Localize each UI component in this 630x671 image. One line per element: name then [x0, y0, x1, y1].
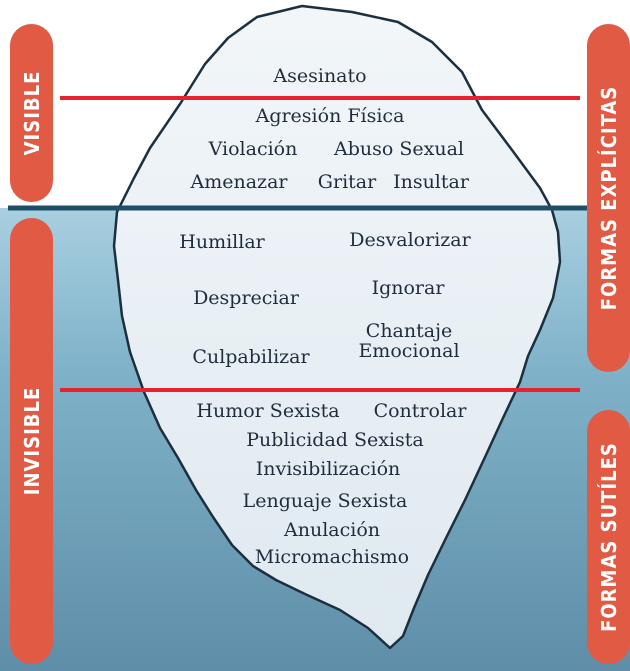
invisible-label: INVISIBLE [19, 386, 44, 496]
word-agresion-fisica: Agresión Física [255, 105, 405, 127]
word-invisibilizacion: Invisibilización [255, 458, 401, 480]
explicit-forms-label: FORMAS EXPLÍCITAS [596, 85, 621, 311]
word-lenguaje-sexista: Lenguaje Sexista [242, 490, 408, 512]
word-publicidad-sexista: Publicidad Sexista [246, 429, 424, 451]
explicit-forms-tab: FORMAS EXPLÍCITAS [587, 24, 630, 372]
word-despreciar: Despreciar [193, 287, 299, 309]
visible-label: VISIBLE [19, 70, 44, 156]
word-amenazar: Amenazar [190, 171, 288, 193]
iceberg-shape [112, 4, 562, 650]
word-insultar: Insultar [393, 171, 469, 193]
word-abuso-sexual: Abuso Sexual [334, 138, 464, 160]
word-humillar: Humillar [179, 231, 265, 253]
word-anulacion: Anulación [284, 519, 380, 541]
word-chantaje-emocional: Chantaje Emocional [358, 320, 460, 362]
invisible-tab: INVISIBLE [10, 218, 53, 664]
word-culpabilizar: Culpabilizar [192, 346, 310, 368]
word-controlar: Controlar [373, 400, 467, 422]
word-gritar: Gritar [317, 171, 377, 193]
subtle-forms-label: FORMAS SUTÍLES [596, 442, 621, 632]
word-humor-sexista: Humor Sexista [196, 400, 340, 422]
subtle-forms-tab: FORMAS SUTÍLES [587, 410, 630, 664]
word-micromachismo: Micromachismo [254, 546, 410, 568]
word-asesinato: Asesinato [273, 65, 367, 87]
visible-tab: VISIBLE [10, 24, 53, 202]
word-ignorar: Ignorar [371, 277, 445, 299]
word-desvalorizar: Desvalorizar [349, 229, 471, 251]
word-violacion: Violación [208, 138, 298, 160]
